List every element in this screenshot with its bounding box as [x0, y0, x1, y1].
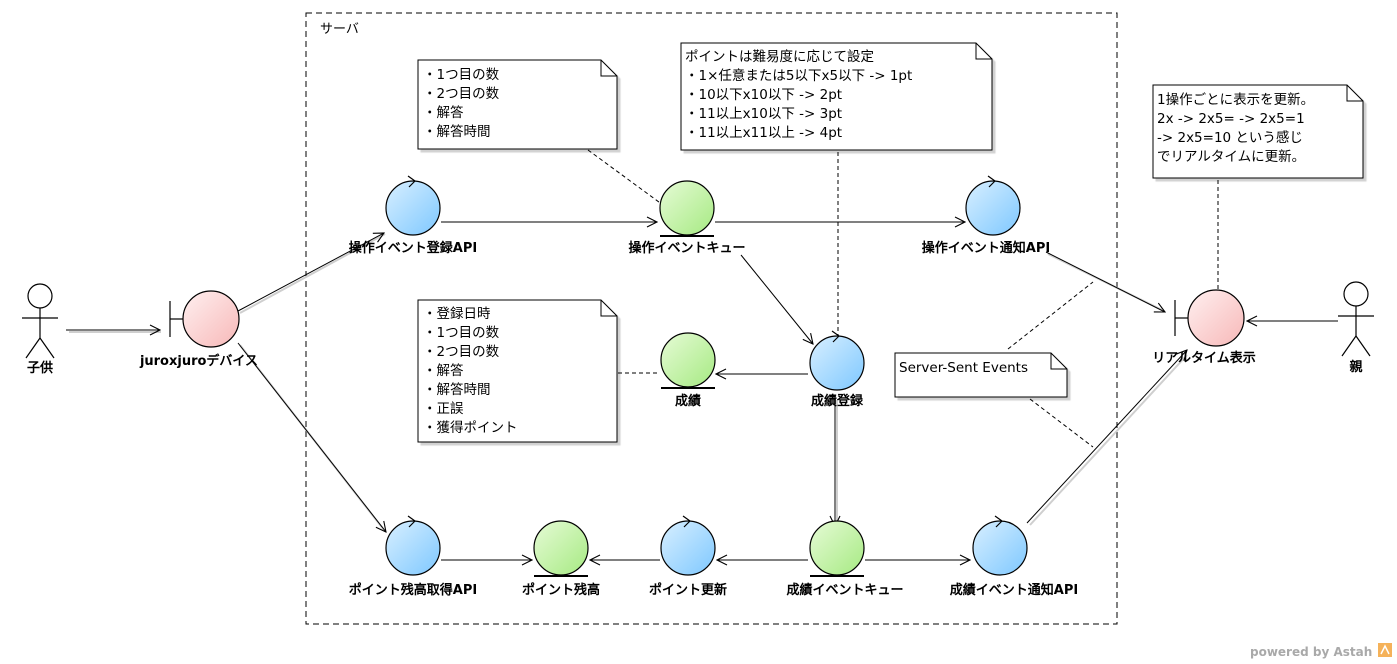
note-score-fields-text: ・登録日時 ・1つ目の数 ・2つ目の数 ・解答 ・解答時間 ・正誤 ・獲得ポイン… — [423, 306, 518, 436]
point-balance-api-label: ポイント残高取得API — [349, 582, 477, 598]
entity-icon — [533, 520, 589, 576]
point-balance-label: ポイント残高 — [522, 582, 600, 598]
edge-score-notify-realtime — [1026, 350, 1187, 524]
control-score-event-notify-api[interactable] — [972, 515, 1028, 576]
actor-child[interactable] — [22, 283, 58, 359]
point-update-label: ポイント更新 — [649, 582, 727, 598]
actor-parent-label: 親 — [1349, 359, 1362, 375]
note-line: でリアルタイムに更新。 — [1157, 149, 1305, 165]
note-line: ・10以下x10以下 -> 2pt — [685, 87, 842, 103]
note-sse-text: Server-Sent Events — [899, 360, 1028, 376]
op-event-queue-label: 操作イベントキュー — [628, 240, 745, 256]
control-op-event-notify-api[interactable] — [965, 175, 1021, 236]
note-line: 2x -> 2x5= -> 2x5=1 — [1157, 111, 1305, 127]
note-line: -> 2x5=10 という感じ — [1157, 129, 1303, 146]
entity-icon — [660, 332, 716, 388]
note-line: ・獲得ポイント — [423, 419, 518, 436]
control-icon — [385, 180, 441, 236]
note-line: ・11以上x11以上 -> 4pt — [685, 125, 842, 141]
note-realtime-update — [1152, 84, 1364, 179]
boundary-device[interactable] — [169, 290, 240, 348]
entity-point-balance[interactable] — [533, 520, 589, 577]
control-point-balance-api[interactable] — [385, 515, 441, 576]
control-score-register[interactable] — [809, 330, 865, 391]
note-line: ・1×任意または5以下x5以下 -> 1pt — [685, 67, 912, 84]
entity-icon — [659, 180, 715, 236]
device-label: juroxjuroデバイス — [139, 353, 258, 369]
boundary-icon — [1187, 289, 1245, 347]
realtime-display-label: リアルタイム表示 — [1152, 350, 1256, 366]
note-points-rule — [680, 42, 993, 151]
note-points-rule-text: ポイントは難易度に応じて設定 ・1×任意または5以下x5以下 -> 1pt ・1… — [685, 49, 912, 141]
astah-watermark: powered by Astah — [1250, 643, 1392, 659]
edge-device-point-balance-api — [237, 342, 386, 532]
control-op-event-register-api[interactable] — [385, 175, 441, 236]
op-event-register-api-label: 操作イベント登録API — [349, 240, 477, 256]
note-line: ・解答 — [423, 104, 464, 121]
edge-op-notify-realtime — [1045, 251, 1165, 312]
entity-score-event-queue[interactable] — [809, 520, 865, 577]
note-line: ポイントは難易度に応じて設定 — [685, 49, 874, 65]
note-op-event-fields-text: ・1つ目の数 ・2つ目の数 ・解答 ・解答時間 — [423, 67, 500, 140]
note-line: ・解答時間 — [423, 123, 491, 140]
entity-icon — [809, 520, 865, 576]
score-label: 成績 — [675, 393, 701, 409]
watermark-text: powered by Astah — [1250, 645, 1372, 659]
note-line: ・1つ目の数 — [423, 325, 500, 341]
score-event-queue-label: 成績イベントキュー — [786, 582, 903, 598]
note-connectors — [587, 149, 1219, 448]
stick-figure-icon — [22, 283, 58, 359]
note-line: ・1つ目の数 — [423, 67, 500, 83]
control-icon — [660, 520, 716, 576]
edge-device-op-register — [237, 233, 384, 312]
control-icon — [965, 180, 1021, 236]
score-event-notify-api-label: 成績イベント通知API — [950, 582, 1078, 598]
actor-child-label: 子供 — [27, 360, 53, 376]
entity-score[interactable] — [660, 332, 716, 389]
boundary-realtime-display[interactable] — [1174, 289, 1245, 347]
actor-parent[interactable] — [1338, 281, 1374, 357]
note-op-event-fields — [417, 59, 618, 150]
associations — [66, 222, 1338, 560]
note-sse — [894, 352, 1068, 398]
control-icon — [809, 335, 865, 391]
note-realtime-update-text: 1操作ごとに表示を更新。 2x -> 2x5= -> 2x5=1 -> 2x5=… — [1157, 92, 1314, 165]
boundary-icon — [182, 290, 240, 348]
note-line: ・解答 — [423, 362, 464, 379]
entity-op-event-queue[interactable] — [659, 180, 715, 237]
note-line: ・正誤 — [423, 401, 464, 417]
control-point-update[interactable] — [660, 515, 716, 576]
op-event-notify-api-label: 操作イベント通知API — [922, 240, 1050, 256]
server-frame: サーバ — [305, 12, 1118, 625]
note-line: ・登録日時 — [423, 306, 491, 322]
server-frame-title: サーバ — [320, 22, 359, 37]
stick-figure-icon — [1338, 281, 1374, 357]
note-line: ・11以上x10以下 -> 3pt — [685, 106, 842, 122]
note-line: ・解答時間 — [423, 381, 491, 398]
edge-queue-score-register — [740, 254, 813, 344]
score-register-label: 成績登録 — [811, 393, 864, 409]
control-icon — [972, 520, 1028, 576]
control-icon — [385, 520, 441, 576]
note-score-fields — [417, 299, 618, 443]
note-line: ・2つ目の数 — [423, 86, 500, 102]
note-line: 1操作ごとに表示を更新。 — [1157, 92, 1314, 108]
note-line: ・2つ目の数 — [423, 344, 500, 360]
